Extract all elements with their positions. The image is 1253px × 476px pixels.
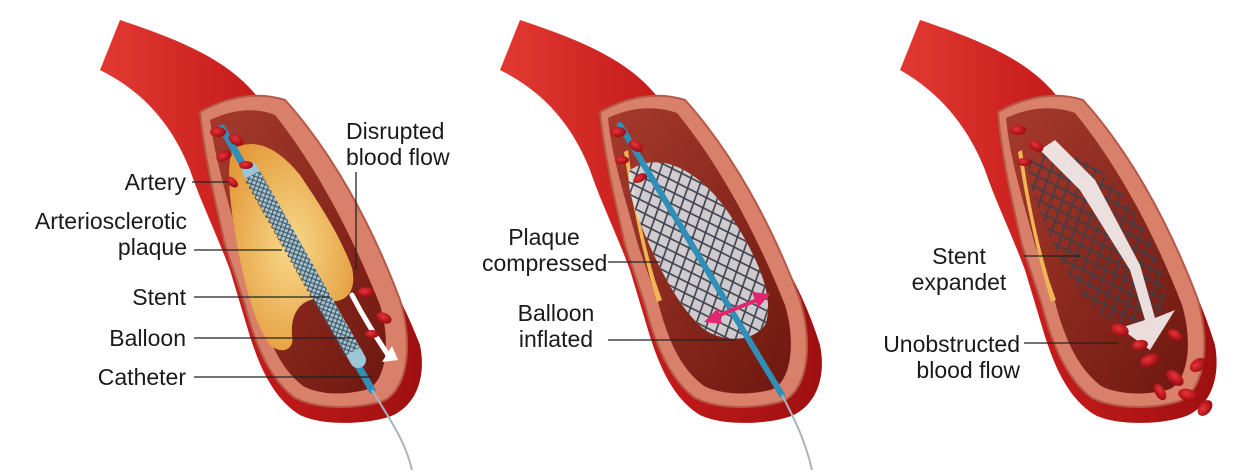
label-disrupted-line2: blood flow bbox=[346, 144, 450, 170]
blood-cells-1 bbox=[210, 127, 392, 338]
label-stent-expandet-line2: expandet bbox=[911, 269, 1007, 295]
label-plaque-compressed: Plaque compressed bbox=[482, 224, 608, 276]
label-unobstructed-blood-flow: Unobstructed blood flow bbox=[883, 331, 1020, 383]
label-balloon-inflated-line1: Balloon bbox=[517, 300, 595, 326]
label-plaque-line1: Arteriosclerotic bbox=[34, 208, 187, 234]
stent-crimped bbox=[244, 170, 360, 357]
label-unobstructed-line1: Unobstructed bbox=[883, 331, 1020, 357]
panel-stent-expanded bbox=[900, 20, 1217, 423]
label-stent-expandet: Stent expandet bbox=[896, 243, 1022, 295]
label-arteriosclerotic-plaque: Arteriosclerotic plaque bbox=[35, 208, 187, 260]
label-balloon-inflated-line2: inflated bbox=[518, 326, 594, 352]
label-plaque-compressed-line1: Plaque bbox=[508, 224, 580, 250]
guide-wire bbox=[371, 389, 413, 471]
inflation-arrow bbox=[711, 296, 763, 320]
leader-lines-1 bbox=[192, 172, 372, 378]
label-plaque-line2: plaque bbox=[117, 234, 187, 260]
disrupted-flow-arrow bbox=[349, 292, 391, 358]
leader-lines-3 bbox=[1024, 255, 1118, 344]
label-balloon: Balloon bbox=[109, 325, 186, 351]
label-artery: Artery bbox=[124, 169, 186, 195]
plaque-thin-layer bbox=[1018, 150, 1056, 302]
label-disrupted-blood-flow: Disrupted blood flow bbox=[346, 118, 450, 170]
expanded-stent-mesh bbox=[1028, 152, 1165, 325]
label-plaque-compressed-line2: compressed bbox=[482, 250, 608, 276]
blood-cells-2 bbox=[610, 127, 647, 183]
label-balloon-inflated: Balloon inflated bbox=[506, 300, 606, 352]
inflation-arrowhead-left bbox=[704, 308, 722, 324]
label-stent: Stent bbox=[132, 284, 186, 310]
panel-balloon-insertion bbox=[100, 20, 422, 471]
blood-cells-3 bbox=[1010, 125, 1213, 416]
label-disrupted-line1: Disrupted bbox=[346, 118, 445, 144]
leader-lines-2 bbox=[608, 261, 735, 341]
guide-wire-2 bbox=[781, 394, 813, 471]
label-stent-expandet-line1: Stent bbox=[932, 243, 986, 269]
disrupted-flow-arrowhead bbox=[382, 346, 398, 362]
unobstructed-flow-arrow bbox=[1040, 140, 1175, 350]
panel-balloon-inflated bbox=[500, 20, 822, 471]
label-unobstructed-line2: blood flow bbox=[916, 357, 1020, 383]
catheter-line-2 bbox=[617, 122, 785, 398]
inflation-arrowhead-right bbox=[752, 292, 770, 308]
label-catheter: Catheter bbox=[97, 364, 186, 390]
